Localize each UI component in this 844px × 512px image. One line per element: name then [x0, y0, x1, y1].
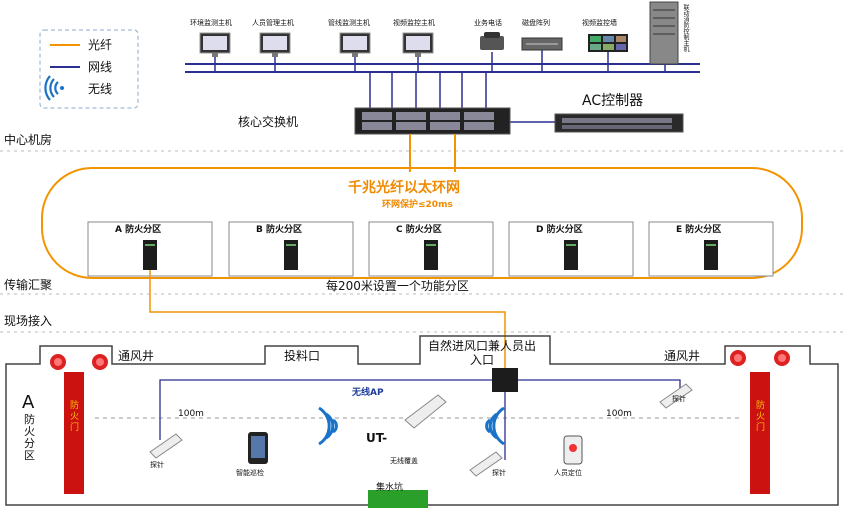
distance-left-label: 100m [178, 409, 204, 419]
device-label-video: 视频监控主机 [393, 19, 435, 27]
device-label-personnel: 人员管理主机 [252, 19, 294, 27]
legend-box [39, 29, 139, 109]
zone-label-c: C 防火分区 [396, 225, 442, 235]
video-wall-icon [588, 34, 628, 52]
wire-to-left-probe [159, 379, 492, 440]
zone-label-d: D 防火分区 [536, 225, 583, 235]
sump-pit [368, 490, 428, 508]
zone-text-label: 防火分区 [24, 413, 35, 462]
device-label-videowall: 视频监控墙 [582, 19, 617, 27]
distance-right-label: 100m [606, 409, 632, 419]
disk-array-icon [521, 37, 563, 51]
fire-door-left [64, 372, 84, 494]
zone-label-a: A 防火分区 [115, 225, 162, 235]
monitor-env-icon [199, 32, 231, 57]
zone-label-b: B 防火分区 [256, 225, 302, 235]
coverage-label: 无线覆盖 [390, 457, 418, 465]
sump-label: 集水坑 [376, 483, 404, 493]
wireless-ap-icon [404, 394, 447, 429]
monitor-video-icon [402, 32, 434, 57]
device-label-pipeline: 管线监测主机 [328, 19, 370, 27]
zone-label-e: E 防火分区 [676, 225, 722, 235]
monitor-personnel-icon [259, 32, 291, 57]
probe-right-icon [659, 383, 693, 409]
probe-left-label: 探针 [150, 461, 164, 469]
tier-label-center: 中心机房 [4, 133, 53, 147]
tier-label-transport: 传输汇聚 [4, 278, 53, 292]
alarm-light-icons [50, 350, 790, 370]
core-switch-label: 核心交换机 [238, 115, 299, 129]
zone-switch-icons [143, 240, 718, 270]
fiber-ring [41, 167, 803, 279]
probe-left-icon [149, 433, 183, 459]
tier-label-access: 现场接入 [4, 314, 53, 328]
ac-controller-icon [554, 113, 684, 133]
legend-fiber-label: 光纤 [88, 38, 113, 52]
vent-right-label: 通风井 [664, 349, 701, 363]
probe-center-icon [469, 451, 503, 477]
core-switch-icon [354, 107, 511, 135]
device-label-phone: 业务电话 [474, 19, 502, 27]
device-label-disk: 磁盘阵列 [522, 19, 550, 27]
entrance-label: 自然进风口兼人员出入口 [428, 339, 537, 367]
fire-door-right-label: 防火门 [754, 400, 764, 433]
tunnel-switch-icon [492, 368, 518, 392]
legend-wired-label: 网线 [88, 60, 113, 74]
probe-center-label: 探针 [492, 469, 506, 477]
legend-wireless-label: 无线 [88, 82, 113, 96]
fire-door-right [750, 372, 770, 494]
zone-note: 每200米设置一个功能分区 [326, 279, 469, 293]
wireless-wave-right-icon [485, 406, 505, 446]
patrol-phone-icon [248, 432, 268, 464]
phone-icon [480, 32, 504, 50]
fire-door-left-label: 防火门 [68, 400, 78, 433]
probe-right-label: 探针 [672, 395, 686, 403]
personnel-locate-label: 人员定位 [554, 469, 582, 477]
ring-subtitle: 环网保护≤20ms [382, 200, 453, 210]
device-bus [185, 50, 700, 123]
device-label-fire-host: 联动消防控制主机 [682, 4, 689, 52]
ac-controller-label: AC控制器 [582, 93, 644, 109]
zone-letter-label: A [22, 392, 35, 413]
wire-to-right-probe [518, 379, 681, 392]
fiber-drop [149, 270, 506, 368]
ut-label: UT- [366, 431, 388, 445]
monitor-pipeline-icon [339, 32, 371, 57]
tunnel-outline [5, 335, 839, 506]
device-label-env: 环境监测主机 [190, 19, 232, 27]
wireless-ap-label: 无线AP [352, 388, 384, 398]
locate-phone-icon [563, 435, 583, 465]
smart-patrol-label: 智能巡检 [236, 469, 264, 477]
legend-wireless-icon [44, 75, 64, 101]
feed-port-label: 投料口 [284, 349, 321, 363]
wireless-wave-left-icon [318, 406, 338, 446]
server-cabinet-icon [649, 1, 679, 65]
ring-title: 千兆光纤以太环网 [348, 180, 460, 196]
vent-left-label: 通风井 [118, 349, 155, 363]
